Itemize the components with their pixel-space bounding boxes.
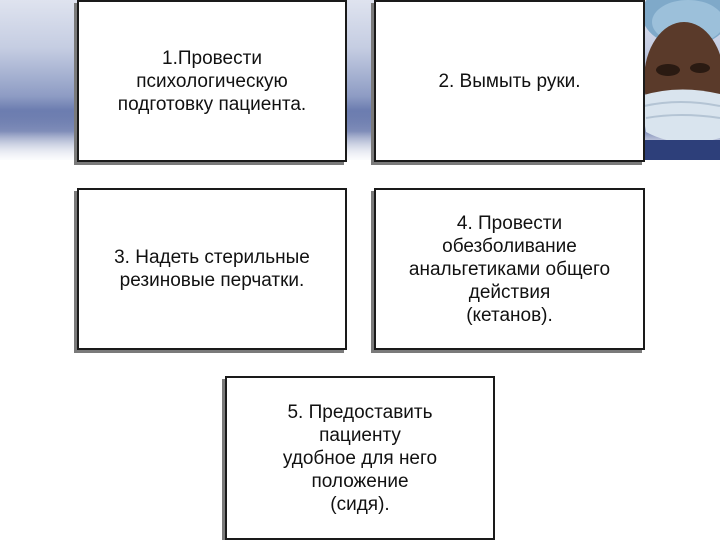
step-1-box: 1.Провести психологическую подготовку па… [77,0,347,162]
doctor-photo [628,0,720,160]
step-4-box: 4. Провести обезболивание анальгетиками … [374,188,645,350]
step-2-text: 2. Вымыть руки. [438,70,581,92]
step-5-text: 5. Предоставить пациенту удобное для нег… [282,401,438,515]
step-1-text: 1.Провести психологическую подготовку па… [117,47,307,115]
step-2-box: 2. Вымыть руки. [374,0,645,162]
step-3-text: 3. Надеть стерильные резиновые перчатки. [114,247,310,291]
step-4-text: 4. Провести обезболивание анальгетиками … [408,212,611,326]
step-5-box: 5. Предоставить пациенту удобное для нег… [225,376,495,540]
step-3-box: 3. Надеть стерильные резиновые перчатки. [77,188,347,350]
